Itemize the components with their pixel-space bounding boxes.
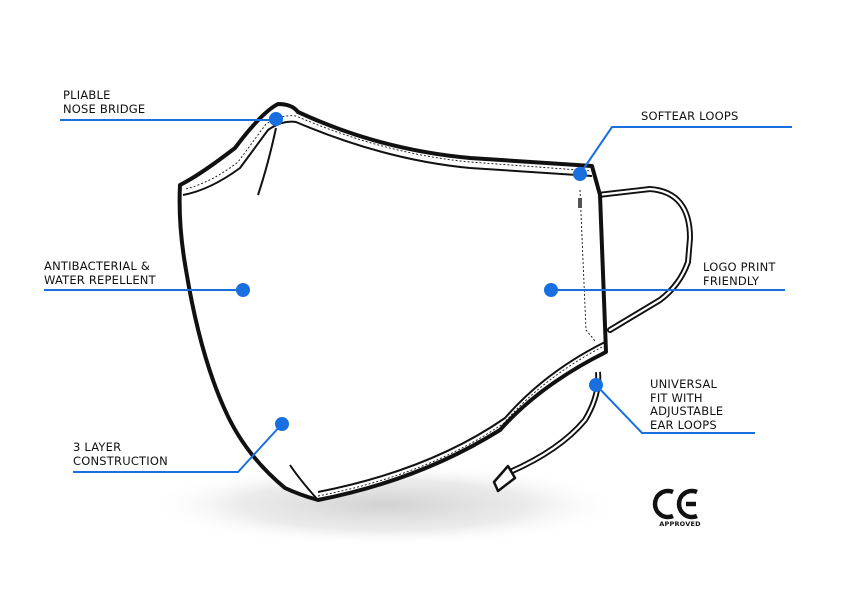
label-logo-print: LOGO PRINT FRIENDLY <box>703 260 776 288</box>
bottom-hem <box>317 341 606 497</box>
side-label-tag <box>578 198 582 208</box>
label-line: LOGO PRINT <box>703 260 776 274</box>
callout-dot-softear <box>573 167 587 181</box>
callout-line-layer <box>73 423 283 473</box>
ce-approved-caption: APPROVED <box>659 520 701 528</box>
label-line: FIT WITH <box>650 390 703 405</box>
label-softear-loops: SOFTEAR LOOPS <box>641 109 739 124</box>
label-line: ANTIBACTERIAL & <box>44 259 151 273</box>
label-universal-fit: UNIVERSAL FIT WITH ADJUSTABLE EAR LOOPS <box>650 377 724 432</box>
label-three-layer: 3 LAYER CONSTRUCTION <box>73 440 168 468</box>
nose-seam <box>257 127 277 196</box>
label-line: 3 LAYER <box>73 440 122 454</box>
label-line: PLIABLE <box>63 88 111 102</box>
callout-dot-nose <box>269 112 283 126</box>
chin-seam <box>289 464 319 501</box>
label-line: WATER REPELLENT <box>44 272 156 287</box>
label-line: NOSE BRIDGE <box>63 101 146 116</box>
label-line: ADJUSTABLE <box>650 404 724 418</box>
label-line: UNIVERSAL <box>650 377 718 391</box>
callout-dot-anti <box>236 283 250 297</box>
label-antibacterial: ANTIBACTERIAL & WATER REPELLENT <box>44 259 156 287</box>
side-stitch <box>579 189 597 343</box>
mask-body <box>177 102 608 502</box>
label-line: SOFTEAR LOOPS <box>641 109 739 123</box>
callout-dot-logo <box>544 283 558 297</box>
label-nose-bridge: PLIABLE NOSE BRIDGE <box>63 88 146 116</box>
ce-mark-logo <box>652 488 698 520</box>
callout-dot-universal <box>589 378 603 392</box>
callout-line-softear <box>579 126 792 175</box>
callout-line-universal <box>595 384 755 434</box>
ear-loop <box>595 186 693 333</box>
label-line: CONSTRUCTION <box>73 453 168 468</box>
top-hem <box>182 115 593 196</box>
label-line: EAR LOOPS <box>650 417 717 432</box>
cord-toggle-icon <box>492 464 517 493</box>
label-line: FRIENDLY <box>703 273 760 288</box>
callout-dot-layer <box>275 417 289 431</box>
